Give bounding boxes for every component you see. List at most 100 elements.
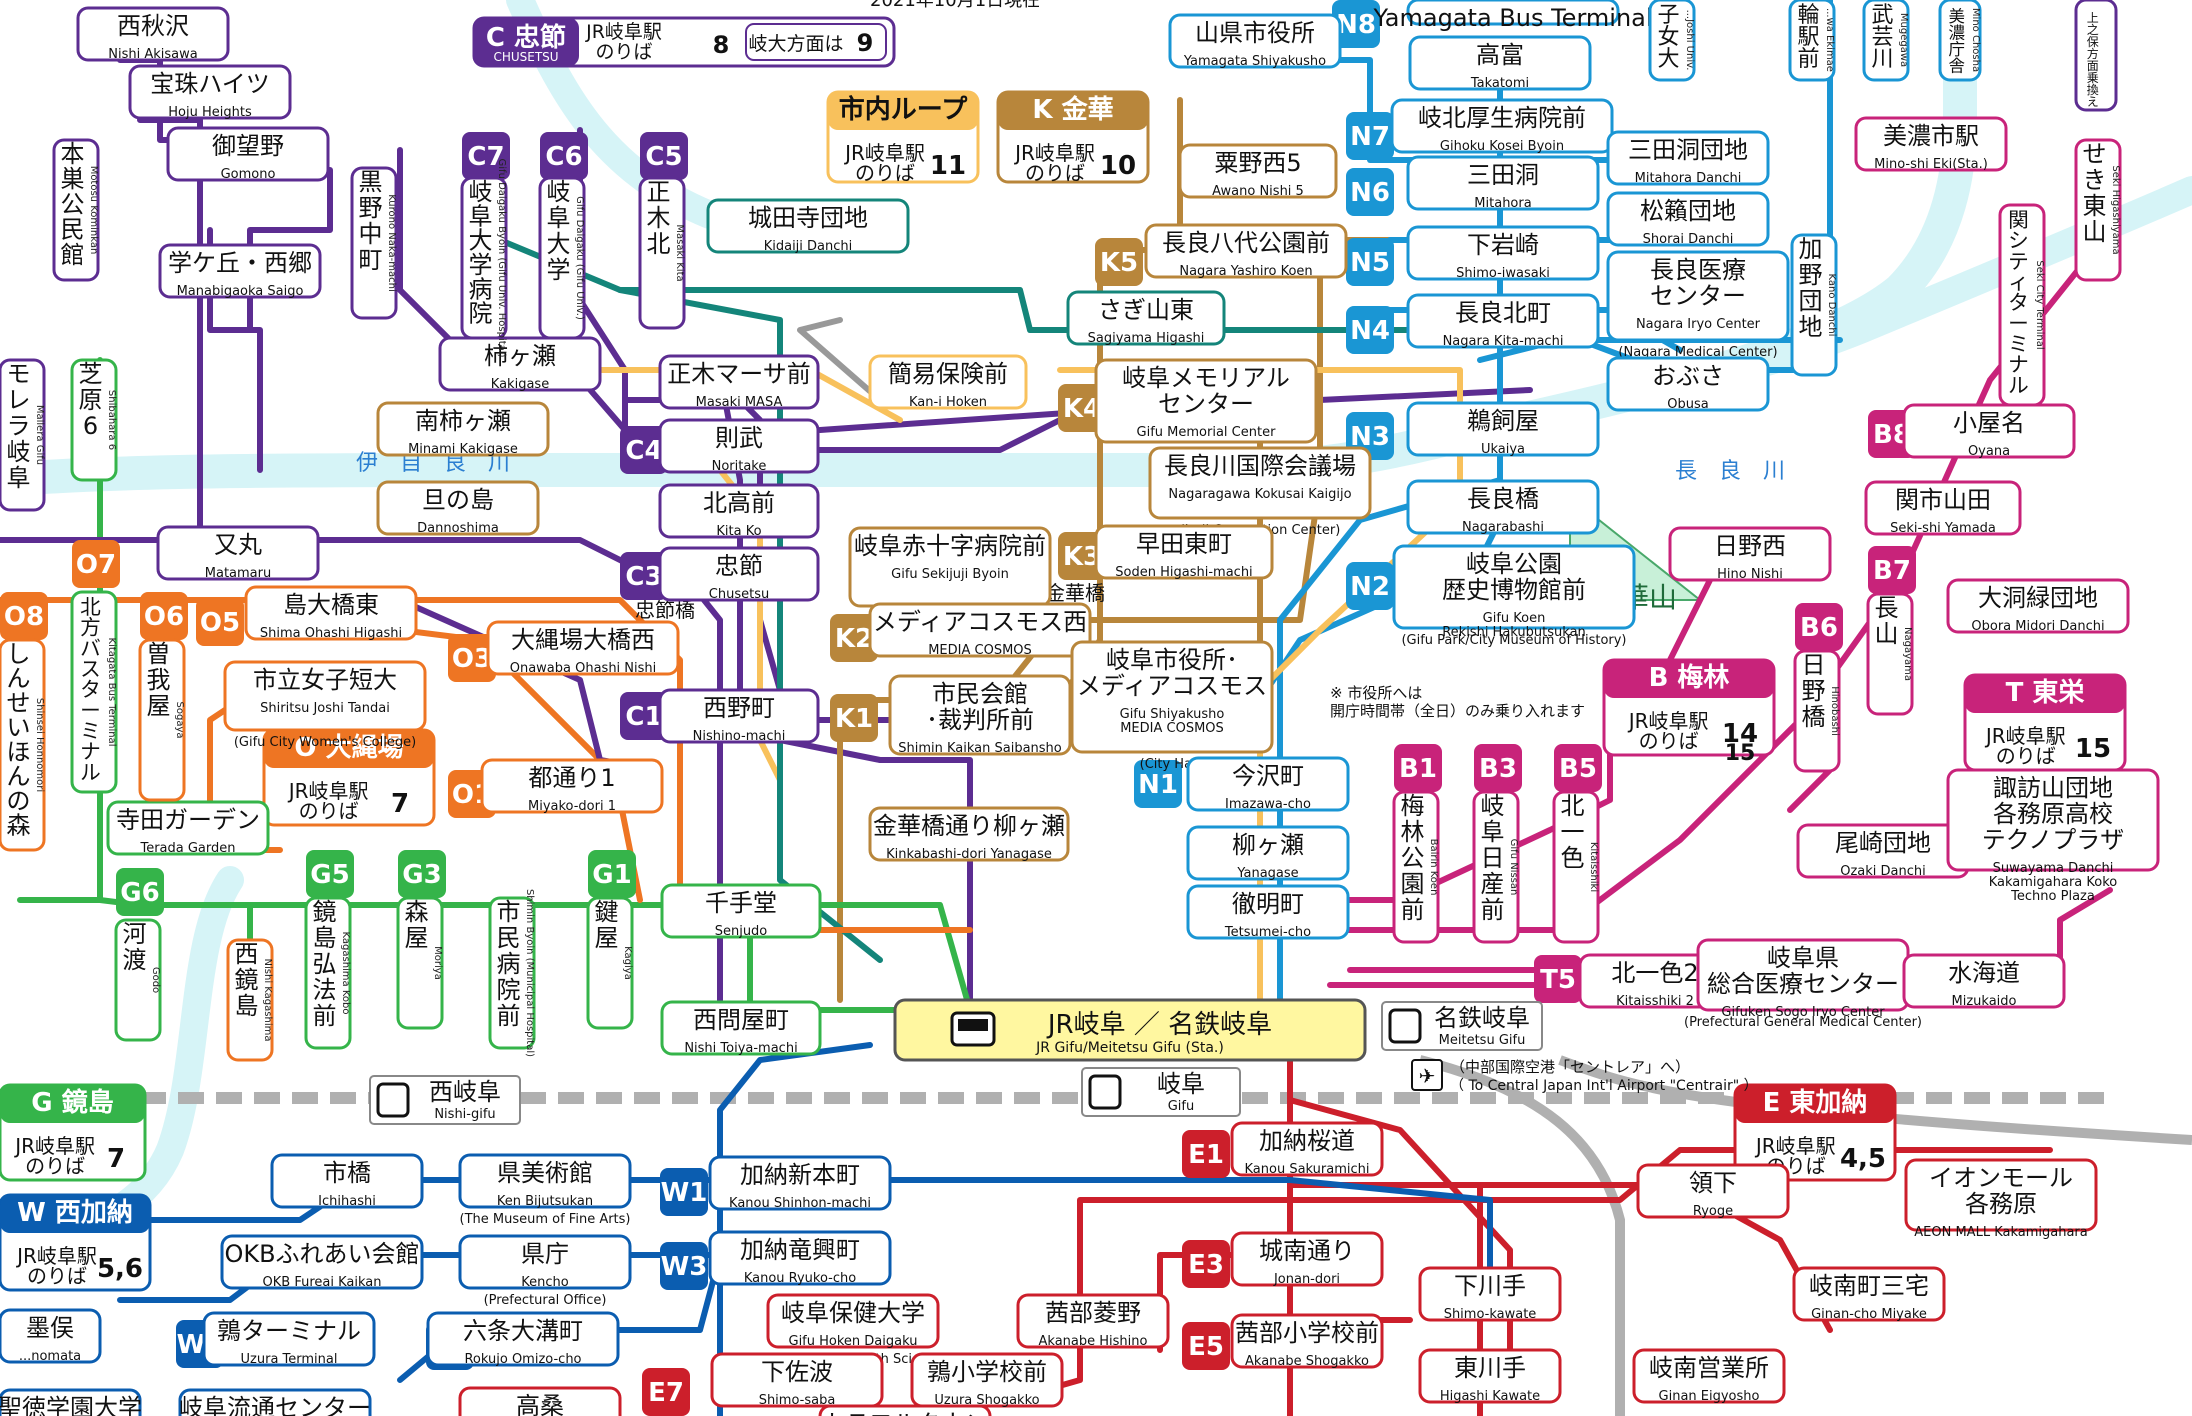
- stop-name-jp: 阜: [546, 204, 570, 232]
- stop-name-en: Techno Plaza: [2010, 889, 2095, 904]
- stop-name-en: Shinsei Honnomori: [34, 698, 45, 792]
- stop-badge-c3: C3: [620, 552, 668, 600]
- stop-name-jp: ル: [80, 760, 101, 784]
- hub-platform: 7: [107, 1144, 125, 1174]
- stop-name-jp: 岐南営業所: [1649, 1354, 1769, 1382]
- stop-name-jp: 市民会館: [932, 680, 1028, 708]
- hub-badge: E 東加納: [1763, 1087, 1868, 1118]
- stop-name-jp: 墨俣: [26, 1314, 74, 1342]
- stop-code: E1: [1188, 1140, 1224, 1170]
- stop-name-jp: 美: [1949, 7, 1966, 26]
- stop-name-jp: 金華橋通り柳ヶ瀬: [873, 812, 1065, 840]
- stop-name-en: AEON MALL Kakamigahara: [1914, 1225, 2087, 1240]
- stop-badge-c1: C1: [620, 692, 668, 740]
- stop-name-jp: 関市山田: [1895, 486, 1991, 514]
- stop-name-en: Dannoshima: [417, 521, 499, 536]
- stop-name-en: ...nomata: [19, 1349, 81, 1364]
- stop-name-jp: 南柿ヶ瀬: [415, 407, 511, 435]
- hub-platform: 11: [930, 151, 966, 181]
- stop-name-jp: バ: [80, 636, 101, 660]
- stop-badge-n2: N2: [1346, 562, 1394, 610]
- stop-name-en: Mitahora: [1474, 196, 1531, 211]
- stop-name-en: Shorai Danchi: [1643, 232, 1734, 247]
- stop-name-jp: 武: [1871, 3, 1893, 28]
- stop-name-jp: 加: [1798, 235, 1822, 263]
- stop-name-en: Mino Chosha: [1970, 8, 1981, 72]
- stop-badge-g5: G5: [306, 850, 354, 898]
- stop-name-jp: 岐阜保健大学: [781, 1299, 925, 1327]
- stop-name-jp: 駅: [1797, 25, 1819, 50]
- rail-station-en: Meitetsu Gifu: [1439, 1033, 1526, 1048]
- terminal-name-en: JR Gifu/Meitetsu Gifu (Sta.): [1035, 1040, 1224, 1056]
- hub-stop: のりば: [1996, 744, 2056, 768]
- stop-name-en: Minami Kakigase: [408, 442, 518, 457]
- stop-name-jp: 長良橋: [1467, 485, 1539, 513]
- stop-name-jp: 山: [1874, 620, 1898, 648]
- stop-name-jp: 下岩崎: [1467, 231, 1539, 259]
- stop-name-jp: 橋: [1801, 703, 1825, 731]
- stop-name-jp: 今沢町: [1232, 762, 1304, 790]
- stop-name-en: Kidaiji Danchi: [764, 239, 853, 254]
- stop-name-en: Hino Nishi: [1717, 567, 1783, 582]
- airplane-icon: [1411, 1059, 1443, 1091]
- stop-code: O3: [452, 644, 492, 674]
- stop-name-jp: 簡易保険前: [888, 360, 1008, 388]
- stop-name-jp: 前: [1797, 47, 1819, 72]
- stop-name-en: Kakigase: [491, 377, 549, 392]
- train-icon: [1088, 1074, 1122, 1110]
- stop-code: O8: [4, 602, 44, 632]
- stop-name-en: Chusetsu: [709, 587, 769, 602]
- stop-name-jp: 院: [468, 300, 492, 328]
- stop-name-jp: 学: [546, 256, 570, 284]
- hub-stop: JR岐阜駅: [843, 141, 925, 165]
- stop-code: E5: [1188, 1332, 1224, 1362]
- stop-name-jp: 芝: [78, 360, 102, 388]
- city-hall-notice: ※ 市役所へは: [1330, 684, 1422, 702]
- hub-stop: のりば: [1639, 729, 1699, 753]
- stop-code: T5: [1540, 965, 1576, 995]
- stop-code: C4: [625, 436, 662, 466]
- stop-name-en: Gifu Nissan: [1508, 839, 1519, 896]
- stop-code: K2: [835, 624, 873, 654]
- stop-name-jp: 長良北町: [1455, 299, 1551, 327]
- stop-name-jp: メディアコスモス: [1077, 672, 1267, 700]
- hub-badge-en: KAGASHIMA: [34, 1122, 112, 1137]
- stop-name-en: Shima Ohashi Higashi: [260, 626, 402, 641]
- stop-name-en: Bairin Koen: [1428, 839, 1439, 896]
- river-label-nagara: 長 良 川: [1675, 459, 1785, 484]
- stop-name-jp: 濃: [1949, 24, 1966, 43]
- stop-name-jp: 加納新本町: [740, 1161, 860, 1189]
- stop-name-jp: 病: [496, 950, 520, 978]
- stop-name-en: Matamaru: [205, 566, 271, 581]
- stop-name-jp: 鏡: [312, 898, 336, 926]
- stop-name-jp: 芸: [1871, 25, 1893, 50]
- stop-name-en: Ryoge: [1693, 1204, 1733, 1219]
- stop-name-jp: 北一色2: [1611, 959, 1698, 987]
- bridge-label-chusetsubashi: 忠節橋: [635, 598, 695, 622]
- hub-stop: JR岐阜駅: [15, 1244, 97, 1268]
- map-labels: 伊 自 良 川長 良 川金華山金華橋忠節橋※ 市役所へは開庁時間帯（全日）のみ乗…: [356, 0, 1785, 720]
- stop-name-en: Gomono: [221, 167, 276, 182]
